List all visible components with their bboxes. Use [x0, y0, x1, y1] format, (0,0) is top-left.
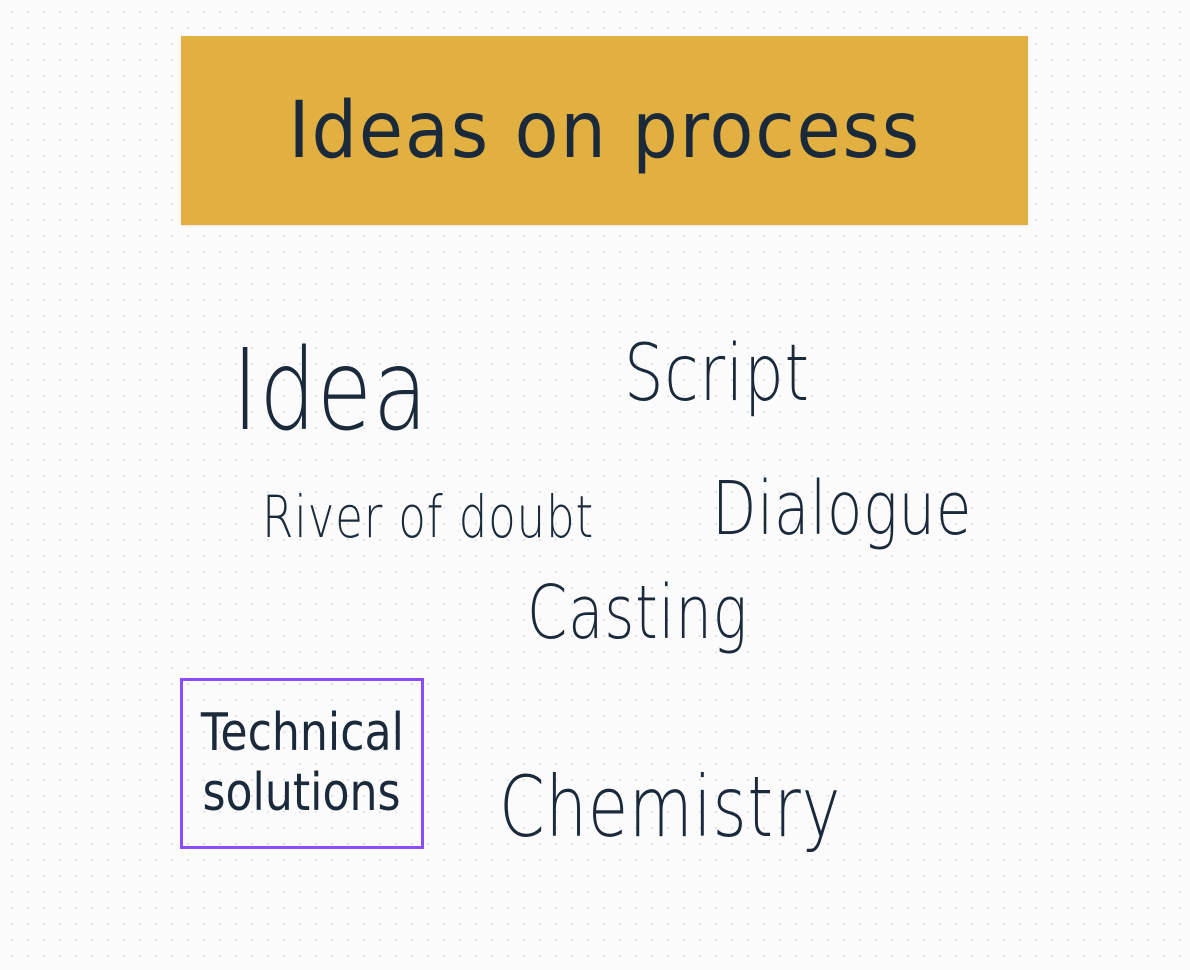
text-technical: Technical [200, 702, 404, 763]
title-sticky-note[interactable]: Ideas on process [181, 36, 1028, 225]
selected-text-technical-solutions[interactable]: Technical solutions [180, 678, 424, 849]
text-dialogue[interactable]: Dialogue [712, 466, 973, 552]
text-river-of-doubt[interactable]: River of doubt [262, 483, 595, 551]
text-chemistry[interactable]: Chemistry [499, 758, 842, 856]
title-text: Ideas on process [288, 85, 921, 176]
text-solutions: solutions [202, 762, 402, 823]
text-casting[interactable]: Casting [527, 570, 749, 656]
text-script[interactable]: Script [624, 329, 810, 419]
text-idea[interactable]: Idea [232, 326, 429, 456]
